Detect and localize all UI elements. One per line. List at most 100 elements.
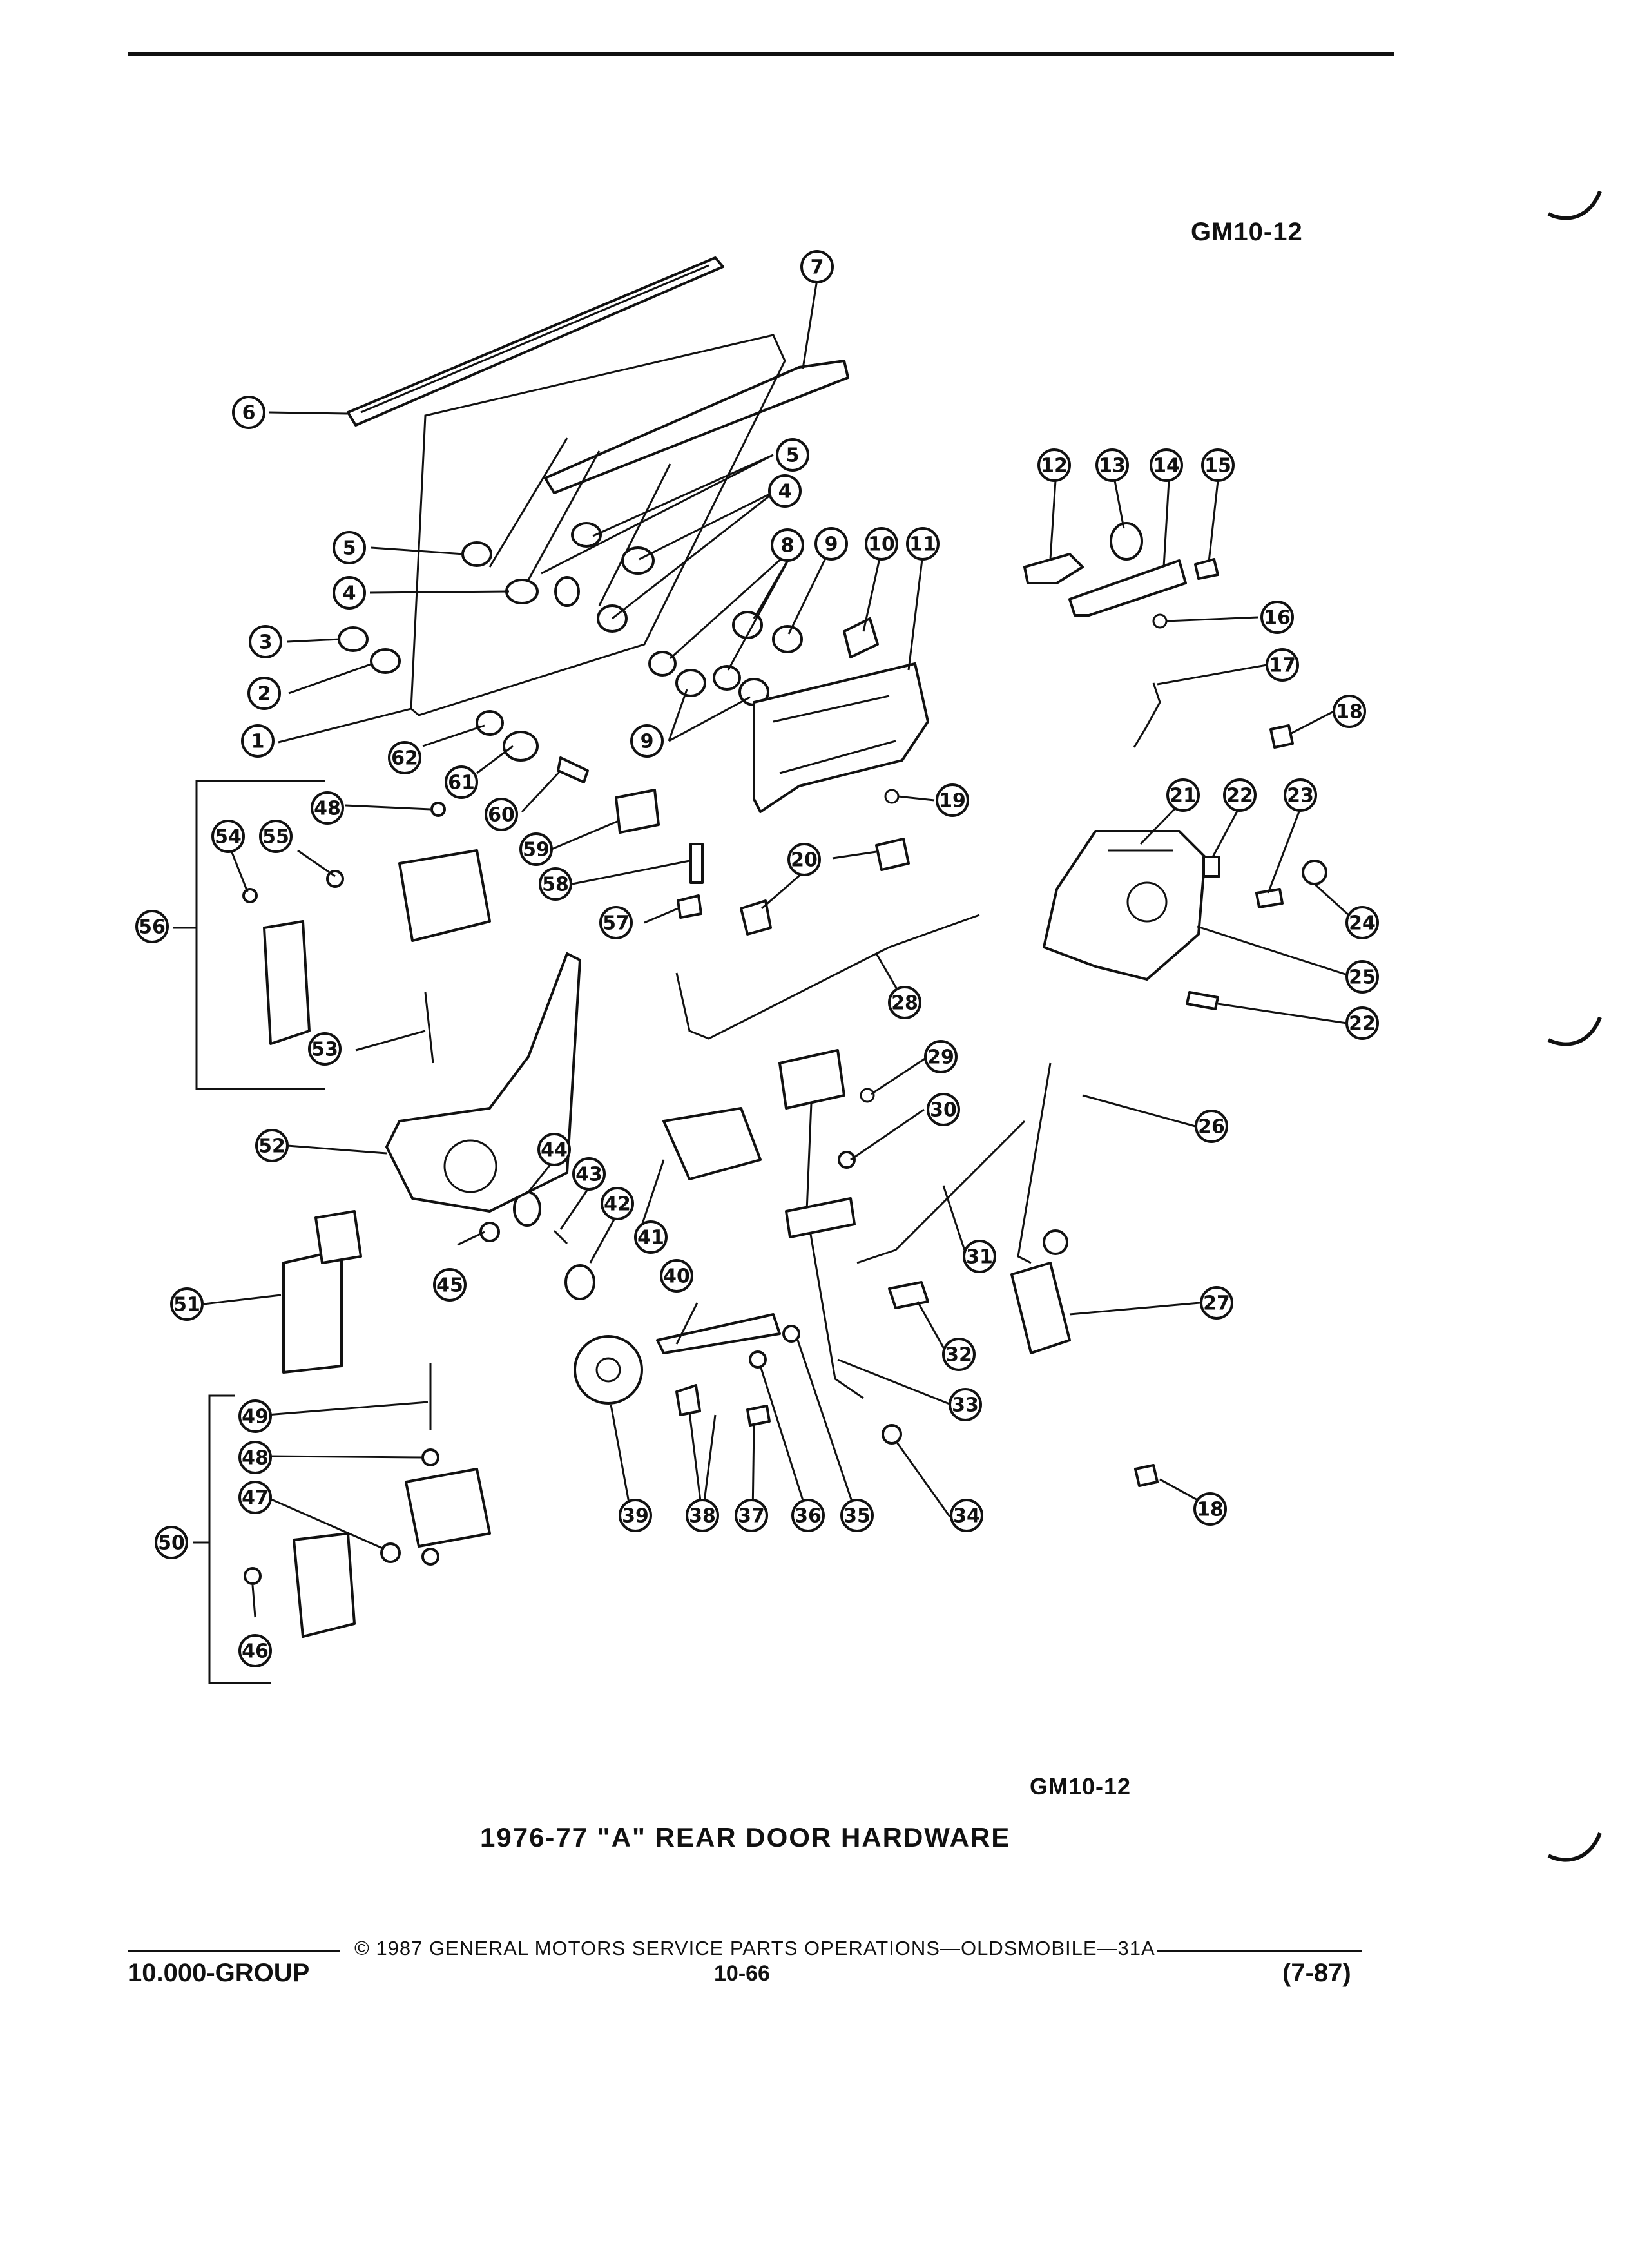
callout-4: 4	[333, 576, 366, 610]
page-number: 10-66	[714, 1961, 770, 1986]
callout-number: 21	[1170, 785, 1197, 807]
callout-34: 34	[950, 1499, 983, 1532]
callout-number: 30	[930, 1099, 957, 1122]
callout-number: 1	[251, 731, 265, 753]
callout-50: 50	[155, 1526, 188, 1559]
callout-48: 48	[311, 791, 344, 825]
callout-32: 32	[942, 1338, 976, 1371]
group-bracket	[195, 780, 325, 1090]
callout-5: 5	[333, 531, 366, 564]
callout-number: 56	[139, 916, 166, 939]
binding-mark	[1547, 1016, 1602, 1046]
callout-number: 52	[258, 1135, 285, 1158]
callout-number: 44	[541, 1139, 568, 1162]
callout-39: 39	[619, 1499, 652, 1532]
callout-9: 9	[815, 527, 848, 561]
callout-number: 12	[1041, 455, 1068, 477]
callout-number: 36	[795, 1505, 822, 1528]
footer-rule-right	[1157, 1950, 1362, 1952]
callout-8: 8	[771, 528, 804, 562]
callout-7: 7	[800, 250, 834, 284]
callout-number: 13	[1099, 455, 1126, 477]
callout-17: 17	[1266, 648, 1299, 682]
callout-31: 31	[963, 1240, 996, 1273]
callout-number: 27	[1203, 1293, 1230, 1315]
callout-61: 61	[445, 765, 478, 799]
callout-49: 49	[238, 1399, 272, 1433]
callout-number: 39	[622, 1505, 649, 1528]
callout-55: 55	[259, 820, 293, 853]
callout-25: 25	[1345, 960, 1379, 994]
callout-number: 5	[343, 537, 356, 560]
callout-2: 2	[247, 677, 281, 710]
callout-54: 54	[211, 820, 245, 853]
callout-12: 12	[1037, 448, 1071, 482]
callout-number: 9	[641, 731, 654, 753]
callout-1: 1	[241, 724, 275, 758]
callout-6: 6	[232, 396, 265, 429]
callout-number: 24	[1349, 912, 1376, 935]
callout-number: 6	[242, 402, 256, 425]
top-rule	[128, 52, 1394, 56]
callout-number: 31	[966, 1246, 993, 1269]
callout-number: 46	[242, 1640, 269, 1663]
callout-number: 11	[909, 533, 936, 556]
callout-number: 34	[953, 1505, 980, 1528]
callout-40: 40	[660, 1259, 693, 1293]
callout-number: 48	[242, 1447, 269, 1470]
callout-36: 36	[791, 1499, 825, 1532]
group-bracket	[208, 1394, 271, 1684]
callout-number: 28	[891, 992, 918, 1015]
callout-4: 4	[768, 474, 802, 508]
figure-code: GM10-12	[1030, 1773, 1132, 1800]
callout-number: 4	[778, 481, 792, 503]
callout-9: 9	[630, 724, 664, 758]
callout-number: 15	[1204, 455, 1231, 477]
callout-57: 57	[599, 906, 633, 939]
callout-60: 60	[485, 798, 518, 831]
callout-38: 38	[686, 1499, 719, 1532]
callout-number: 59	[523, 839, 550, 861]
binding-mark	[1547, 190, 1602, 220]
callout-35: 35	[840, 1499, 874, 1532]
binding-mark	[1547, 1832, 1602, 1862]
callout-number: 23	[1287, 785, 1314, 807]
callout-52: 52	[255, 1129, 289, 1162]
group-number: 10.000-GROUP	[128, 1959, 310, 1987]
figure-caption: 1976-77 "A" REAR DOOR HARDWARE	[480, 1822, 1011, 1852]
header-figure-code: GM10-12	[1191, 218, 1303, 246]
callout-number: 51	[173, 1294, 200, 1316]
callout-number: 33	[952, 1394, 979, 1417]
callout-59: 59	[519, 832, 553, 866]
callout-28: 28	[888, 986, 921, 1019]
footer-rule-left	[128, 1950, 340, 1952]
callout-number: 32	[945, 1344, 972, 1367]
callout-number: 29	[927, 1046, 954, 1069]
callout-number: 37	[738, 1505, 765, 1528]
callout-number: 38	[689, 1505, 716, 1528]
callout-number: 54	[215, 826, 242, 849]
callout-number: 25	[1349, 966, 1376, 989]
callout-number: 42	[604, 1193, 631, 1216]
callout-11: 11	[906, 527, 940, 561]
callout-33: 33	[949, 1388, 982, 1421]
callout-number: 60	[488, 804, 515, 827]
callout-number: 20	[791, 849, 818, 872]
callout-number: 22	[1226, 785, 1253, 807]
callout-15: 15	[1201, 448, 1235, 482]
callout-number: 18	[1336, 701, 1363, 724]
callout-22: 22	[1223, 778, 1257, 812]
callout-number: 55	[262, 826, 289, 849]
callout-22: 22	[1345, 1006, 1379, 1040]
callout-41: 41	[634, 1220, 668, 1254]
callout-51: 51	[170, 1287, 204, 1321]
callout-number: 43	[575, 1164, 602, 1186]
callout-18: 18	[1193, 1492, 1227, 1526]
callout-10: 10	[865, 527, 898, 561]
callout-number: 61	[448, 772, 475, 794]
part-outline	[242, 256, 1327, 1638]
callout-number: 17	[1269, 655, 1296, 677]
callout-number: 18	[1197, 1499, 1224, 1521]
